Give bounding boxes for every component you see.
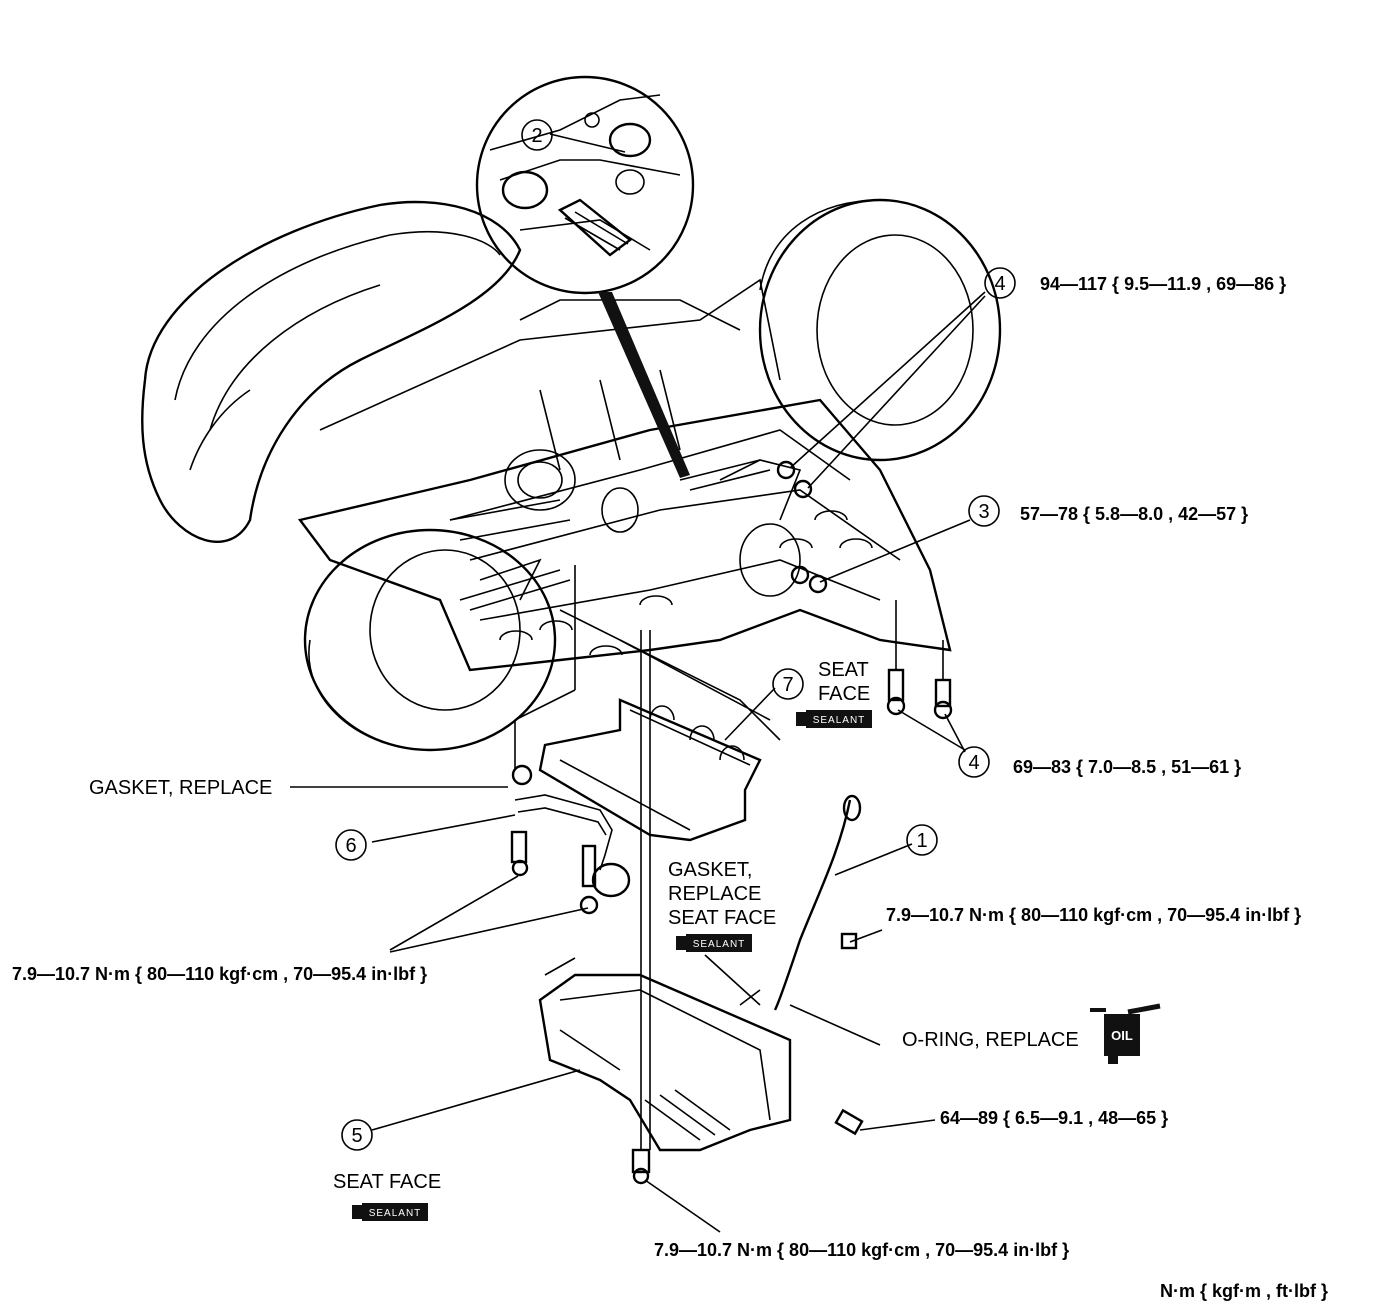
seat-face-label-2: SEAT FACE: [668, 907, 776, 929]
callout-1: 1: [906, 824, 938, 856]
gasket-replace-label-2a: GASKET,: [668, 859, 752, 881]
svg-text:4: 4: [994, 273, 1005, 295]
o-ring-label: O-RING, REPLACE: [902, 1029, 1079, 1051]
units-legend: N·m { kgf·m , ft·lbf }: [1160, 1281, 1328, 1301]
drain-plug: [834, 1108, 864, 1136]
svg-text:3: 3: [978, 501, 989, 523]
torque-spec-4-bottom: 69—83 { 7.0—8.5 , 51—61 }: [1013, 757, 1241, 777]
callout-4-bottom: 4: [958, 746, 990, 778]
seat-face-label-top-b: FACE: [818, 683, 870, 705]
gasket-replace-label: GASKET, REPLACE: [89, 777, 272, 799]
torque-spec-6: 7.9—10.7 N·m { 80—110 kgf·cm , 70—95.4 i…: [12, 964, 427, 984]
torque-spec-3: 57—78 { 5.8—8.0 , 42—57 }: [1020, 504, 1248, 524]
oil-can-icon: OIL: [1090, 1003, 1161, 1064]
torque-spec-pan-bolt: 7.9—10.7 N·m { 80—110 kgf·cm , 70—95.4 i…: [654, 1240, 1069, 1260]
seat-face-label-top-a: SEAT: [818, 659, 869, 681]
svg-text:5: 5: [351, 1125, 362, 1147]
dipstick: [773, 799, 852, 1011]
svg-text:SEALANT: SEALANT: [369, 1208, 422, 1219]
engine-assembly-drawing: [141, 198, 1002, 752]
svg-text:4: 4: [968, 752, 979, 774]
svg-text:SEALANT: SEALANT: [813, 715, 866, 726]
callout-7: 7: [772, 668, 804, 700]
svg-text:SEALANT: SEALANT: [693, 939, 746, 950]
seat-face-label-bottom: SEAT FACE: [333, 1171, 441, 1193]
gasket-replace-label-2b: REPLACE: [668, 883, 761, 905]
sealant-badge-bottom: SEALANT: [352, 1203, 428, 1221]
leader-lines: [290, 133, 986, 1233]
torque-spec-1: 7.9—10.7 N·m { 80—110 kgf·cm , 70—95.4 i…: [886, 905, 1301, 925]
oil-strainer: [510, 764, 631, 915]
callout-3: 3: [968, 495, 1000, 527]
detail-inset: [475, 75, 695, 478]
callout-5: 5: [341, 1119, 373, 1151]
callout-6: 6: [335, 829, 367, 861]
svg-text:1: 1: [916, 830, 927, 852]
sealant-badge-top: SEALANT: [796, 710, 872, 728]
torque-spec-4-top: 94—117 { 9.5—11.9 , 69—86 }: [1040, 274, 1286, 294]
oil-pan: [538, 957, 792, 1152]
svg-text:OIL: OIL: [1111, 1028, 1133, 1043]
callout-4-top: 4: [984, 267, 1016, 299]
svg-text:2: 2: [531, 125, 542, 147]
svg-text:6: 6: [345, 835, 356, 857]
svg-text:7: 7: [782, 674, 793, 696]
torque-spec-drain: 64—89 { 6.5—9.1 , 48—65 }: [940, 1108, 1168, 1128]
sealant-badge-middle: SEALANT: [676, 934, 752, 952]
callout-2: 2: [521, 119, 553, 151]
